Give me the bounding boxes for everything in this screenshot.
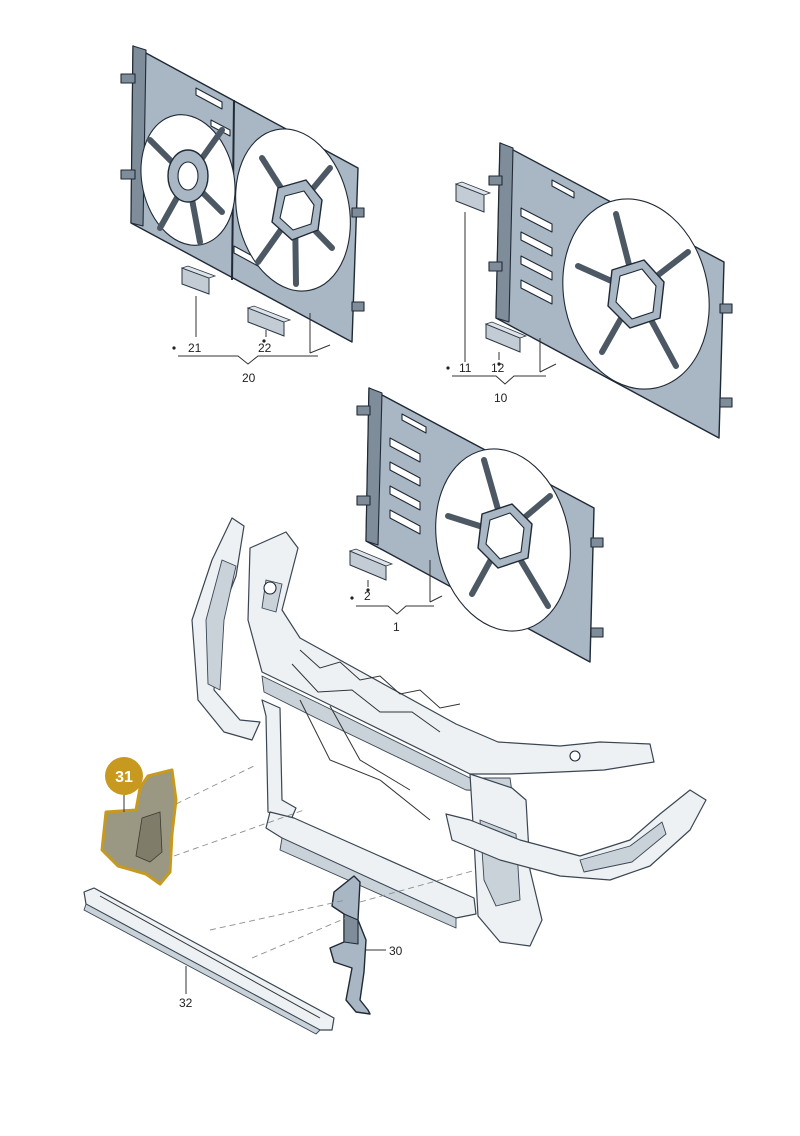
seal-22 <box>246 305 292 337</box>
part-30-bracket <box>329 875 371 1015</box>
seal-12 <box>484 321 528 353</box>
badge-31 <box>105 757 143 795</box>
seal-2 <box>348 548 394 581</box>
fan-shroud-1 <box>356 387 604 663</box>
seal-11 <box>454 181 492 213</box>
label-20: 20 <box>242 371 256 385</box>
part-32-air-guide <box>83 887 335 1035</box>
lock-carrier <box>191 517 707 947</box>
label-21: 21 <box>188 341 202 355</box>
label-11: 11 <box>459 361 472 375</box>
label-12: 12 <box>491 361 505 375</box>
fan-shroud-10 <box>488 142 733 439</box>
seal-21 <box>180 265 217 295</box>
label-10: 10 <box>494 391 508 405</box>
label-22: 22 <box>258 341 272 355</box>
fan-shroud-20 <box>120 45 365 343</box>
label-32: 32 <box>179 996 193 1010</box>
assembly-lines <box>173 765 477 959</box>
badge-31-label: 31 <box>115 769 133 786</box>
part-31-highlighted: 31 <box>100 757 178 886</box>
label-2: 2 <box>364 589 371 603</box>
label-30: 30 <box>389 944 403 958</box>
label-1: 1 <box>393 620 400 634</box>
